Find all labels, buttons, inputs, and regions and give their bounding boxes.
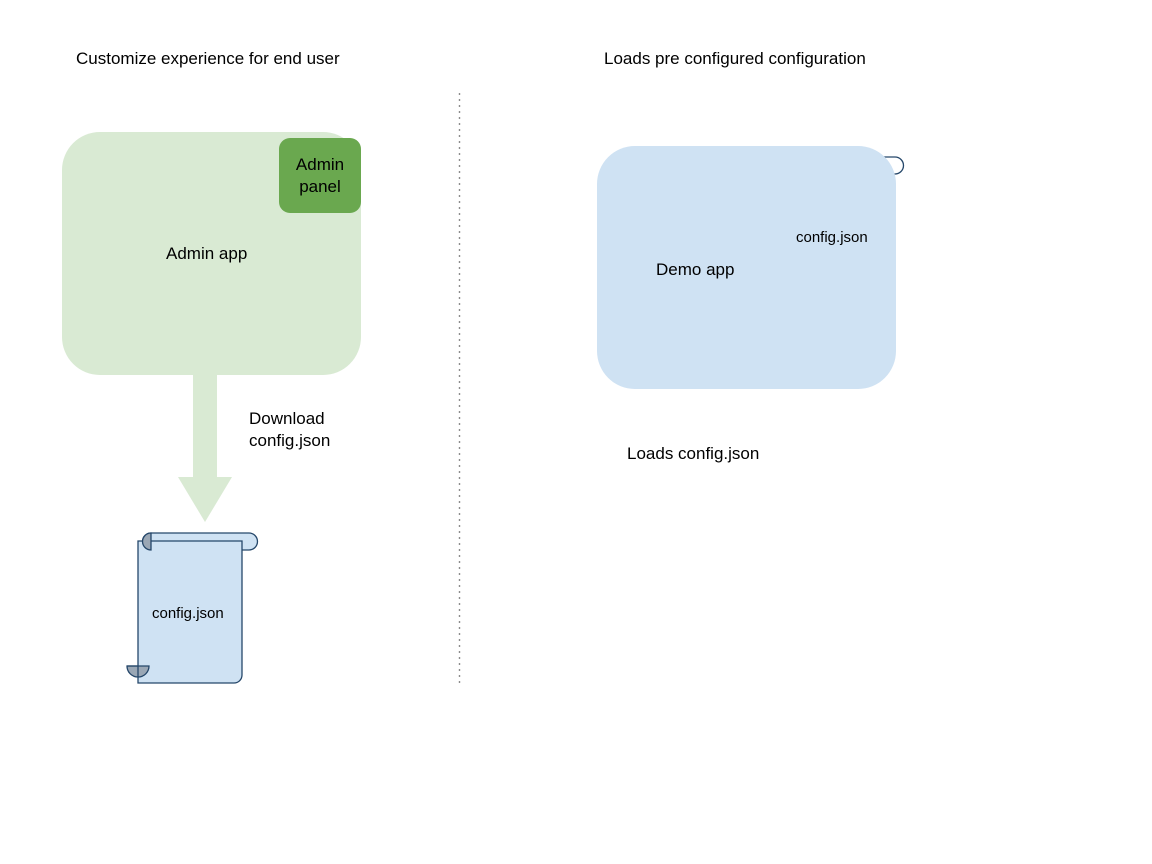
download-arrow — [178, 374, 232, 522]
download-arrow-label-line1: Download — [249, 409, 325, 428]
admin-app-label: Admin app — [166, 244, 248, 263]
document-bottom-curl-line-left — [127, 665, 139, 677]
admin-panel-label-line1: Admin — [295, 154, 345, 174]
admin-panel-label-line2: panel — [299, 176, 341, 196]
document-body-left — [137, 540, 243, 684]
download-arrow-label: Download config.json — [249, 408, 330, 452]
panel-title-right: Loads pre configured configuration — [604, 49, 866, 68]
demo-app-label: Demo app — [656, 260, 735, 279]
demo-app-box — [597, 146, 896, 389]
document-icon-left — [126, 532, 259, 684]
download-arrow-label-line2: config.json — [249, 431, 331, 450]
document-label-left: config.json — [152, 605, 224, 622]
panel-title-left: Customize experience for end user — [76, 49, 340, 68]
document-top-curl-knob-left — [141, 532, 152, 551]
document-label-right: config.json — [796, 229, 868, 246]
loads-config-caption: Loads config.json — [627, 444, 760, 463]
